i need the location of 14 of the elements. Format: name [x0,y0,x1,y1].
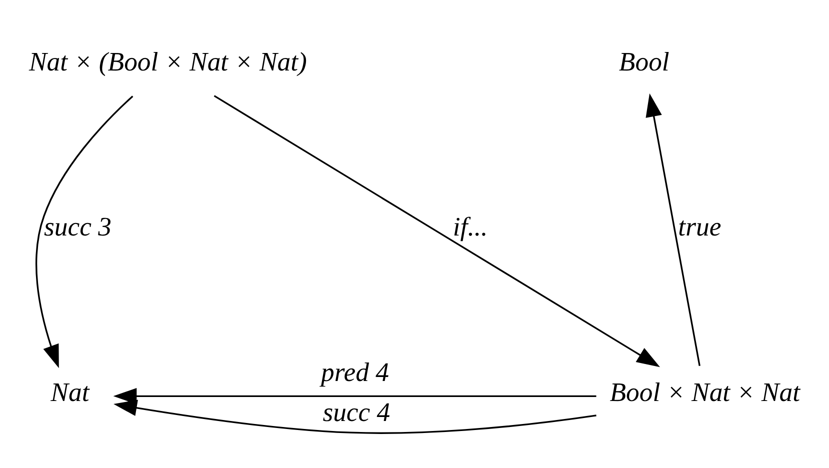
edge-label: pred 4 [321,356,389,386]
node-text: Nat [50,376,90,406]
arrow [113,387,596,404]
arrow [36,95,134,368]
node-text: Bool × Nat × Nat [610,376,800,406]
edge-label: succ 4 [322,396,390,426]
edge-label: succ 3 [44,211,112,242]
arrow [214,94,660,367]
edge-label: true [678,211,722,242]
arrow [646,92,700,366]
node-text: Bool [618,46,670,76]
edge-label: if... [452,211,488,242]
arrow [114,399,596,434]
node-text: Nat × (Bool × Nat × Nat) [28,46,307,76]
